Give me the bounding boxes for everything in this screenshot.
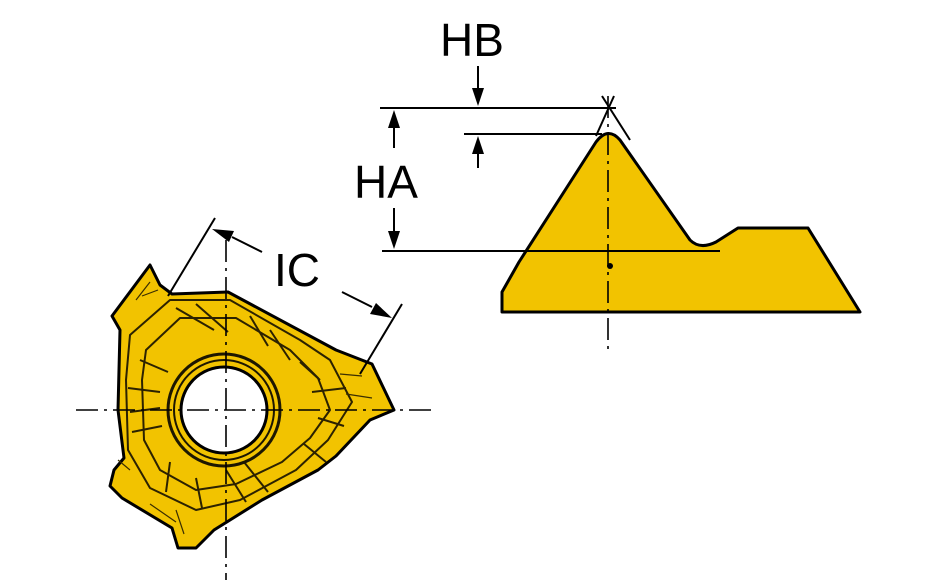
insert-facet-inner [141,317,331,491]
ic-arrow-left [212,229,234,242]
ha-arrow-top [388,110,400,128]
thread-profile-view [500,95,862,352]
ic-arrow-right [370,303,392,318]
hb-arrow-top [472,88,484,106]
insert-rib-top [175,303,291,361]
ic-extension-right [359,303,403,375]
ha-label: HA [354,156,418,208]
ic-extension-left [167,217,216,297]
ic-dimension-line-right [341,291,373,308]
insert-top-view [76,240,432,580]
insert-rib-right [299,361,347,463]
hb-dimension: HB [440,14,602,168]
tip-construction-left [595,95,615,137]
hb-label: HB [440,14,504,66]
ha-dimension: HA [354,107,720,252]
insert-rib-left [127,359,169,433]
profile-center-dot [607,263,613,269]
insert-texture [117,281,373,535]
ic-dimension-line-left [231,236,263,253]
ha-arrow-bottom [388,231,400,249]
insert-facet-outline [125,299,353,511]
hb-arrow-bottom [472,136,484,154]
insert-rib-bottom [165,461,269,509]
ic-label: IC [274,244,320,296]
tip-construction-right [601,95,631,141]
profile-body [500,132,862,314]
ic-dimension: IC [167,217,403,375]
